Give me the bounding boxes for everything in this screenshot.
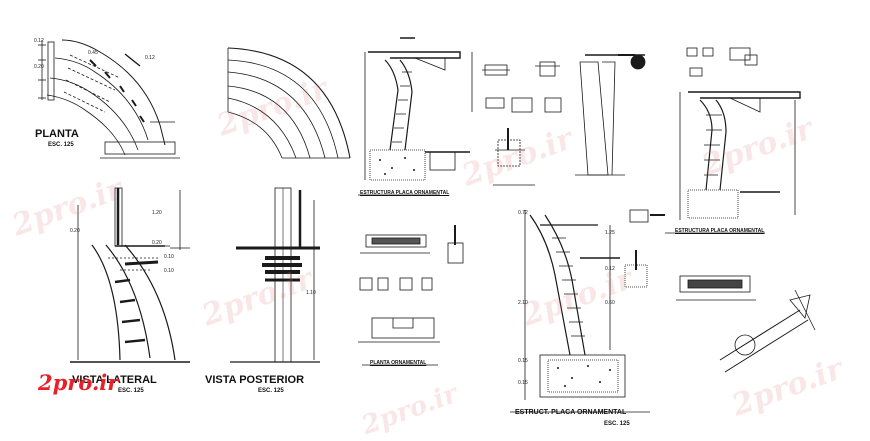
estruct-placa-scale: ESC. 125 [604, 421, 630, 427]
dimension-label: 1.20 [152, 210, 162, 216]
dimension-label: 0.12 [34, 38, 44, 44]
estructura-placa-view [358, 37, 473, 196]
dimension-label: 0.20 [152, 240, 162, 246]
dimension-label: 0.15 [518, 380, 528, 386]
dimension-label: 1.25 [605, 230, 615, 236]
estructura-placa-caption: ESTRUCTURA PLACA ORNAMENTAL [360, 190, 450, 196]
dimension-label: 0.20 [34, 64, 44, 70]
dimension-label: 0.15 [518, 358, 528, 364]
small-details [482, 61, 562, 186]
curved-bench-plan [227, 47, 351, 159]
vista-posterior-scale: ESC. 125 [258, 388, 284, 394]
vista-lateral-view [70, 187, 190, 363]
estruct-placa-title: ESTRUCT. PLACA ORNAMENTAL [515, 409, 627, 416]
dimension-label: 2.10 [518, 300, 528, 306]
dimension-label: 0.20 [70, 228, 80, 234]
cad-drawing-sheet [38, 37, 816, 413]
placa-ornamental-details [358, 225, 464, 366]
placa-ornamental-caption: PLANTA ORNAMENTAL [370, 360, 427, 366]
dimension-label: 0.60 [605, 300, 615, 306]
vista-posterior-title: VISTA POSTERIOR [205, 374, 305, 386]
dimension-label: 0.72 [518, 210, 528, 216]
planta-view [38, 39, 180, 159]
dimension-label: 0.10 [164, 254, 174, 260]
estructura-placa-view-2 [665, 47, 801, 234]
estructura-placa-caption-2: ESTRUCTURA PLACA ORNAMENTAL [675, 228, 765, 234]
dimension-label: 1.10 [306, 290, 316, 296]
dimension-label: 0.12 [605, 266, 615, 272]
dimension-label: 0.12 [145, 55, 155, 61]
dimension-label: 0.10 [164, 268, 174, 274]
vista-lateral-scale: ESC. 125 [118, 388, 144, 394]
vista-lateral-title: VISTA LATERAL [72, 374, 157, 386]
estruct-placa-view [510, 210, 650, 413]
planta-scale: ESC. 125 [48, 142, 74, 148]
vista-posterior-view [230, 187, 320, 363]
right-bottom-details [624, 209, 816, 373]
dimension-label: 0.45 [88, 50, 98, 56]
tower-elevation [575, 54, 646, 176]
planta-title: PLANTA [35, 128, 79, 140]
site-logo: 2pro.ir [38, 370, 119, 395]
